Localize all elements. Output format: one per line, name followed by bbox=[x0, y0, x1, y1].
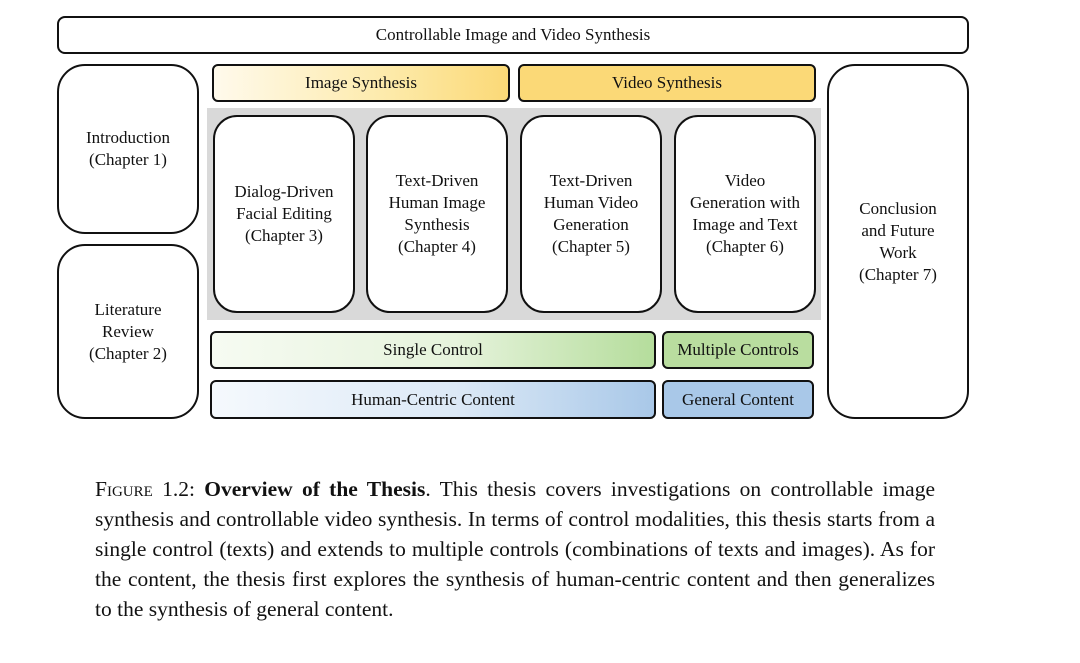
image-synthesis-header: Image Synthesis bbox=[212, 64, 510, 102]
figure-label: Figure 1.2: bbox=[95, 477, 195, 501]
general-content-box: General Content bbox=[662, 380, 814, 419]
chapter-5-label: Text-Driven Human Video Generation (Chap… bbox=[543, 171, 639, 256]
caption-title: Overview of the Thesis bbox=[204, 477, 426, 501]
figure-caption: Figure 1.2: Overview of the Thesis. This… bbox=[95, 474, 935, 624]
introduction-box: Introduction (Chapter 1) bbox=[57, 64, 199, 234]
diagram-title-box: Controllable Image and Video Synthesis bbox=[57, 16, 969, 54]
multiple-controls-label: Multiple Controls bbox=[677, 340, 799, 359]
chapter-6-box: Video Generation with Image and Text (Ch… bbox=[674, 115, 816, 313]
chapter-3-label: Dialog-Driven Facial Editing (Chapter 3) bbox=[234, 182, 334, 245]
chapter-4-box: Text-Driven Human Image Synthesis (Chapt… bbox=[366, 115, 508, 313]
diagram-title: Controllable Image and Video Synthesis bbox=[375, 25, 651, 44]
conclusion-box: Conclusion and Future Work (Chapter 7) bbox=[827, 64, 969, 419]
single-control-bar: Single Control bbox=[210, 331, 656, 369]
human-centric-content-label: Human-Centric Content bbox=[351, 389, 515, 409]
single-control-label: Single Control bbox=[383, 340, 483, 359]
chapter-6-label: Video Generation with Image and Text (Ch… bbox=[690, 171, 800, 256]
video-synthesis-header: Video Synthesis bbox=[518, 64, 816, 102]
introduction-label: Introduction (Chapter 1) bbox=[85, 128, 171, 169]
general-content-label: General Content bbox=[682, 389, 794, 409]
literature-review-label: Literature Review (Chapter 2) bbox=[89, 299, 167, 363]
chapter-4-label: Text-Driven Human Image Synthesis (Chapt… bbox=[388, 171, 486, 256]
literature-review-box: Literature Review (Chapter 2) bbox=[57, 244, 199, 419]
caption-text: . This thesis covers investigations on c… bbox=[95, 477, 935, 621]
conclusion-label: Conclusion and Future Work (Chapter 7) bbox=[859, 198, 937, 284]
image-synthesis-label: Image Synthesis bbox=[305, 73, 417, 92]
human-centric-content-bar: Human-Centric Content bbox=[210, 380, 656, 419]
chapter-5-box: Text-Driven Human Video Generation (Chap… bbox=[520, 115, 662, 313]
video-synthesis-label: Video Synthesis bbox=[612, 73, 722, 92]
multiple-controls-box: Multiple Controls bbox=[662, 331, 814, 369]
chapter-3-box: Dialog-Driven Facial Editing (Chapter 3) bbox=[213, 115, 355, 313]
